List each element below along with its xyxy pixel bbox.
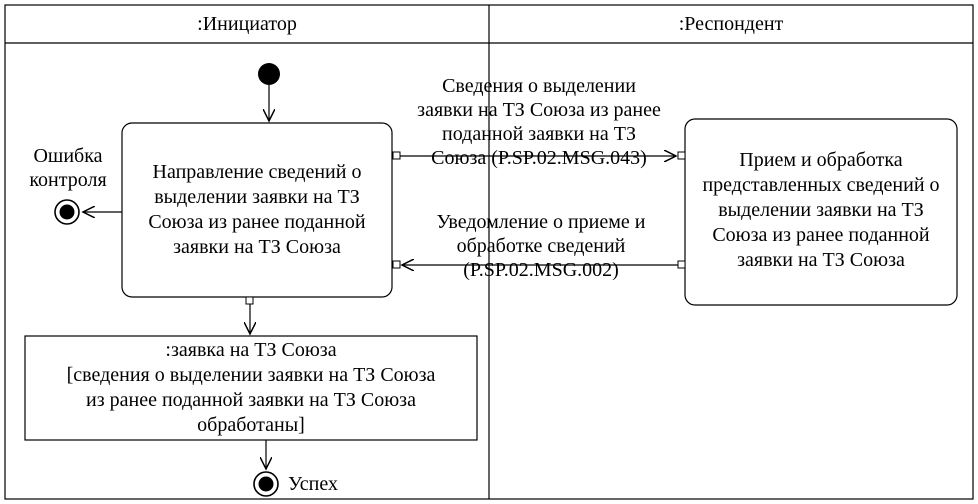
initiator-action-text: Направление сведений о выделении заявки … xyxy=(148,161,366,258)
success-final-label: Успех xyxy=(288,473,338,495)
outgoing-message-line: Сведения о выделении xyxy=(442,75,636,97)
incoming-message-line: (P.SP.02.MSG.002) xyxy=(463,259,619,281)
error-final-label-line: контроля xyxy=(29,169,107,191)
incoming-message-label: Уведомление о приеме и обработке сведени… xyxy=(400,210,682,282)
object-pin xyxy=(245,296,254,305)
respondent-action-text: Прием и обработка представленных сведени… xyxy=(702,149,940,271)
error-final-label-line: Ошибка xyxy=(33,145,103,167)
success-final-node-dot xyxy=(258,476,274,492)
initiator-lane-title: :Инициатор xyxy=(197,13,297,35)
object-node-text: :заявка на ТЗ Союза [сведения о выделени… xyxy=(25,338,477,438)
outgoing-message-label: Сведения о выделении заявки на ТЗ Союза … xyxy=(395,74,683,170)
error-final-node-dot xyxy=(59,204,75,220)
respondent-lane-title: :Респондент xyxy=(678,13,784,35)
error-final-label: Ошибка контроля xyxy=(18,144,118,192)
object-node-line: обработаны] xyxy=(197,414,305,436)
object-node-line: [сведения о выделении заявки на ТЗ Союза xyxy=(66,364,436,386)
outgoing-message-line: Союза (P.SP.02.MSG.043) xyxy=(431,147,647,169)
initiator-action-box xyxy=(121,122,393,298)
incoming-message-line: Уведомление о приеме и xyxy=(436,211,646,233)
incoming-message-line: обработке сведений xyxy=(456,235,626,257)
object-node-line: :заявка на ТЗ Союза xyxy=(165,339,337,361)
object-node-box xyxy=(24,335,478,441)
incoming-pin-target xyxy=(392,260,401,269)
object-node-line: из ранее поданной заявки на ТЗ Союза xyxy=(86,389,416,411)
respondent-action-box xyxy=(684,118,958,306)
outgoing-pin-target xyxy=(677,151,686,160)
outgoing-message-line: заявки на ТЗ Союза из ранее xyxy=(417,99,661,121)
outgoing-message-line: поданной заявки на ТЗ xyxy=(442,123,636,145)
initial-node xyxy=(258,63,280,85)
